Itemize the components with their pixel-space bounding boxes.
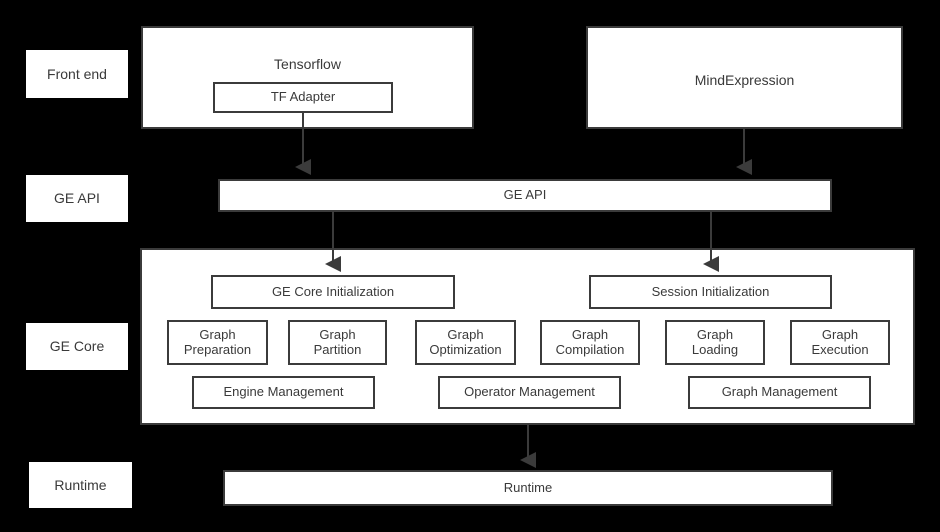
mindexpression-group-title: MindExpression — [694, 72, 795, 88]
layer-label-ge-api: GE API — [26, 175, 128, 222]
unit-graph-preparation[interactable]: Graph Preparation — [167, 320, 268, 365]
unit-graph-compilation[interactable]: Graph Compilation — [540, 320, 640, 365]
unit-graph-loading[interactable]: Graph Loading — [665, 320, 765, 365]
unit-graph-partition[interactable]: Graph Partition — [288, 320, 387, 365]
engine-management-box[interactable]: Engine Management — [192, 376, 375, 409]
tensorflow-group-title: Tensorflow — [274, 56, 341, 72]
layer-label-ge-core: GE Core — [26, 323, 128, 370]
tf-adapter-box[interactable]: TF Adapter — [213, 82, 393, 113]
ge-core-initialization-box[interactable]: GE Core Initialization — [211, 275, 455, 309]
layer-label-front-end: Front end — [26, 50, 128, 98]
layer-label-runtime: Runtime — [29, 462, 132, 508]
session-initialization-box[interactable]: Session Initialization — [589, 275, 832, 309]
operator-management-box[interactable]: Operator Management — [438, 376, 621, 409]
unit-graph-execution[interactable]: Graph Execution — [790, 320, 890, 365]
tensorflow-group: Tensorflow — [141, 26, 474, 129]
graph-management-box[interactable]: Graph Management — [688, 376, 871, 409]
mindexpression-group: MindExpression — [586, 26, 903, 129]
ge-api-bar[interactable]: GE API — [218, 179, 832, 212]
runtime-bar[interactable]: Runtime — [223, 470, 833, 506]
unit-graph-optimization[interactable]: Graph Optimization — [415, 320, 516, 365]
